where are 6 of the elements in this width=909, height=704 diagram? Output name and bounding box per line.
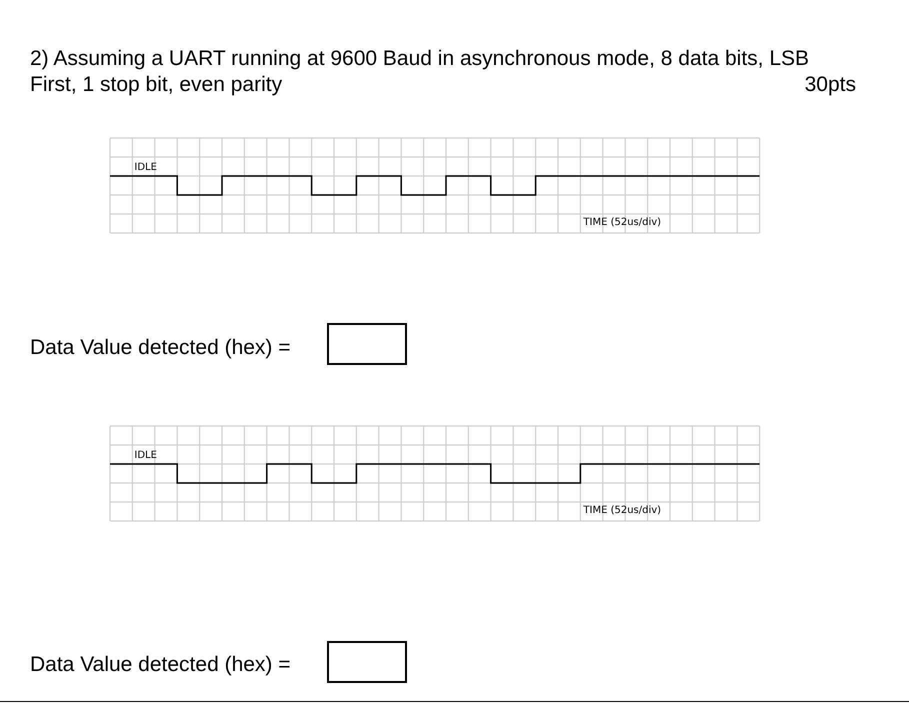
question-text: Data Value detected (hex) =	[30, 335, 291, 361]
question-text: Data Value detected (hex) =	[30, 652, 291, 678]
axis-label: TIME (52us/div)	[583, 217, 662, 229]
signal-label: IDLE	[134, 450, 157, 462]
signal-label: IDLE	[134, 162, 157, 174]
axis-label: TIME (52us/div)	[583, 505, 662, 517]
